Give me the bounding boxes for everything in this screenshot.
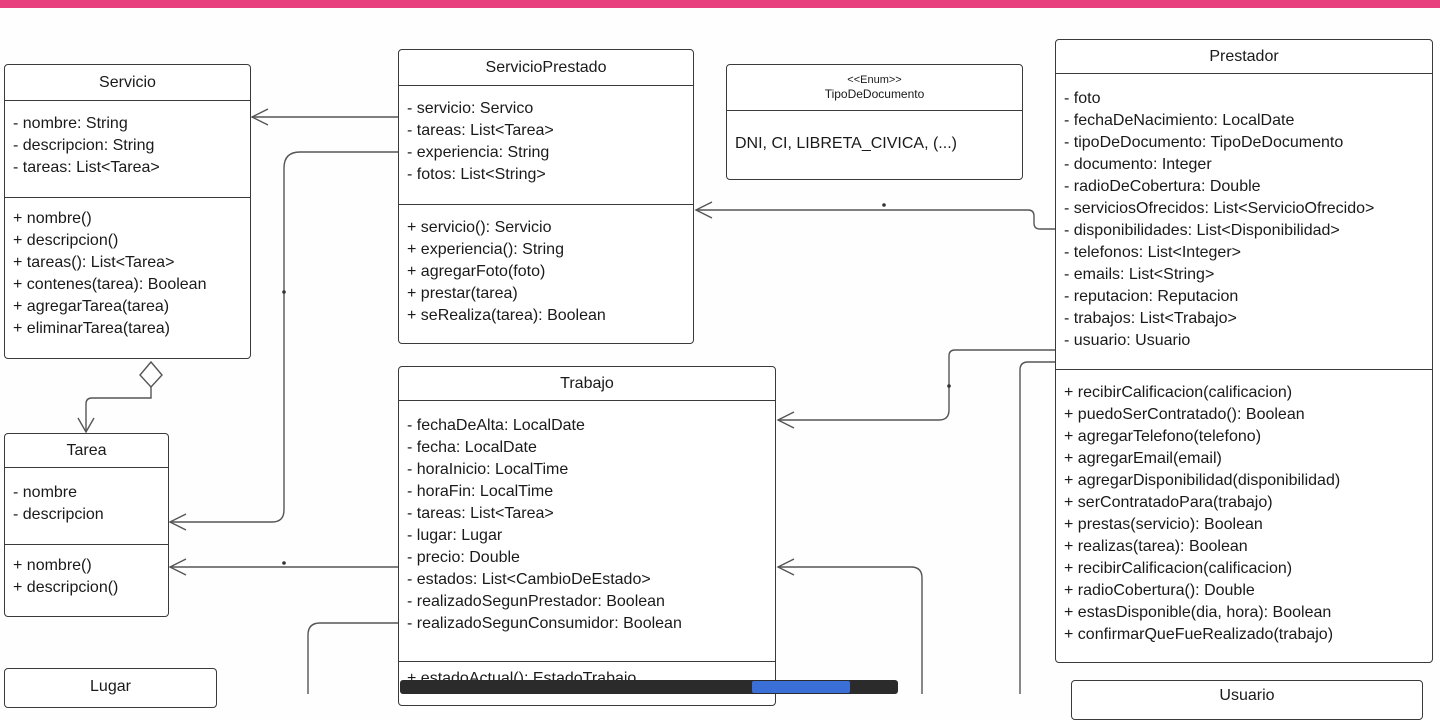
class-tipo-de-documento[interactable]: <<Enum>> TipoDeDocumento DNI, CI, LIBRET… [726, 64, 1023, 180]
class-name: ServicioPrestado [399, 50, 693, 86]
class-name: TipoDeDocumento [824, 87, 925, 101]
attribute-row: - documento: Integer [1064, 156, 1212, 173]
attribute-row: - radioDeCobertura: Double [1064, 178, 1261, 195]
method-row: + serContratadoPara(trabajo) [1064, 494, 1273, 511]
attributes-section: - foto - fechaDeNacimiento: LocalDate - ti… [1056, 74, 1432, 369]
method-row: + descripcion() [13, 232, 119, 249]
attribute-row: - precio: Double [407, 549, 520, 566]
attribute-row: - fotos: List<String> [407, 166, 546, 183]
method-row: + recibirCalificacion(calificacion) [1064, 384, 1293, 401]
enum-header: <<Enum>> TipoDeDocumento [727, 65, 1022, 111]
attribute-row: - fechaDeNacimiento: LocalDate [1064, 112, 1295, 129]
class-usuario[interactable]: Usuario [1071, 680, 1423, 720]
method-row: + agregarFoto(foto) [407, 263, 546, 280]
relationship-lines [77, 108, 1056, 694]
attribute-row: - foto [1064, 90, 1101, 107]
class-name: Tarea [5, 434, 168, 468]
method-row: + descripcion() [13, 579, 119, 596]
class-servicio-prestado[interactable]: ServicioPrestado - servicio: Servico - ta… [398, 49, 694, 344]
attribute-row: - serviciosOfrecidos: List<ServicioOfrec… [1064, 200, 1375, 217]
method-row: + agregarTarea(tarea) [13, 298, 170, 315]
attribute-row: - descripcion [13, 506, 104, 523]
methods-section: + nombre() + descripcion() [5, 544, 168, 605]
attributes-section: - servicio: Servico - tareas: List<Tarea>… [399, 86, 693, 204]
method-row: + tareas(): List<Tarea> [13, 254, 175, 271]
assoc-prestador-servicioprestado [696, 209, 1056, 230]
attribute-row: - lugar: Lugar [407, 527, 503, 544]
methods-section: + servicio(): Servicio + experiencia(): S… [399, 204, 693, 333]
attribute-row: - estados: List<CambioDeEstado> [407, 571, 651, 588]
method-row: + servicio(): Servicio [407, 219, 552, 236]
assoc-prestador-trabajo [778, 349, 1056, 421]
methods-section: + nombre() + descripcion() + tareas(): Lis… [5, 197, 250, 346]
overlay-button[interactable] [752, 681, 850, 693]
stereotype: <<Enum>> [847, 74, 902, 86]
attribute-row: - realizadoSegunConsumidor: Boolean [407, 615, 682, 632]
class-trabajo[interactable]: Trabajo - fechaDeAlta: LocalDate - fecha:… [398, 366, 776, 706]
attribute-row: - reputacion: Reputacion [1064, 288, 1239, 305]
attribute-row: - horaFin: LocalTime [407, 483, 554, 500]
assoc-servicioprestado-tarea [170, 151, 398, 523]
class-name: Servicio [5, 65, 250, 101]
attribute-row: - horaInicio: LocalTime [407, 461, 569, 478]
assoc-trabajo-lugar [307, 622, 398, 694]
method-row: + radioCobertura(): Double [1064, 582, 1255, 599]
method-row: + realizas(tarea): Boolean [1064, 538, 1248, 555]
attribute-row: - telefonos: List<Integer> [1064, 244, 1241, 261]
method-row: + agregarEmail(email) [1064, 450, 1222, 467]
method-row: + prestas(servicio): Boolean [1064, 516, 1263, 533]
attribute-row: - emails: List<String> [1064, 266, 1215, 283]
attribute-row: - nombre [13, 484, 78, 501]
attribute-row: - tareas: List<Tarea> [407, 505, 554, 522]
method-row: + agregarTelefono(telefono) [1064, 428, 1262, 445]
assoc-prestador-usuario [1019, 361, 1056, 694]
attribute-row: - tipoDeDocumento: TipoDeDocumento [1064, 134, 1344, 151]
attributes-section: - nombre - descripcion [5, 468, 168, 544]
attributes-section: - fechaDeAlta: LocalDate - fecha: LocalDa… [399, 401, 775, 661]
method-row: + nombre() [13, 210, 92, 227]
method-row: + puedoSerContratado(): Boolean [1064, 406, 1305, 423]
method-row: + recibirCalificacion(calificacion) [1064, 560, 1293, 577]
methods-section: + recibirCalificacion(calificacion) + pue… [1056, 369, 1432, 652]
class-name: Trabajo [399, 367, 775, 401]
video-overlay-toast [400, 680, 898, 694]
attribute-row: - tareas: List<Tarea> [13, 159, 160, 176]
class-name: Prestador [1056, 40, 1432, 74]
aggregation-servicio-tarea [85, 387, 152, 432]
attributes-section: - nombre: String - descripcion: String - t… [5, 101, 250, 197]
class-prestador[interactable]: Prestador - foto - fechaDeNacimiento: Loc… [1055, 39, 1433, 663]
attribute-row: - realizadoSegunPrestador: Boolean [407, 593, 665, 610]
class-tarea[interactable]: Tarea - nombre- descripcion + nombre()+ … [4, 433, 169, 617]
attribute-row: - trabajos: List<Trabajo> [1064, 310, 1237, 327]
method-row: + estasDisponible(dia, hora): Boolean [1064, 604, 1332, 621]
assoc-right-trabajo [778, 566, 923, 694]
method-row: + contenes(tarea): Boolean [13, 276, 207, 293]
enum-values: DNI, CI, LIBRETA_CIVICA, (...) [735, 135, 957, 152]
class-name: Lugar [90, 678, 131, 695]
attribute-row: - usuario: Usuario [1064, 332, 1191, 349]
attribute-row: - servicio: Servico [407, 100, 534, 117]
method-row: + seRealiza(tarea): Boolean [407, 307, 606, 324]
attribute-row: - experiencia: String [407, 144, 550, 161]
attribute-row: - descripcion: String [13, 137, 155, 154]
method-row: + agregarDisponibilidad(disponibilidad) [1064, 472, 1341, 489]
attribute-row: - fecha: LocalDate [407, 439, 537, 456]
method-row: + eliminarTarea(tarea) [13, 320, 170, 337]
class-name: Usuario [1219, 687, 1275, 704]
top-accent-bar [0, 0, 1440, 8]
class-lugar[interactable]: Lugar [4, 668, 217, 708]
method-row: + nombre() [13, 557, 92, 574]
class-servicio[interactable]: Servicio - nombre: String - descripcion: … [4, 64, 251, 359]
method-row: + prestar(tarea) [407, 285, 518, 302]
attribute-row: - disponibilidades: List<Disponibilidad> [1064, 222, 1340, 239]
attribute-row: - tareas: List<Tarea> [407, 122, 554, 139]
method-row: + experiencia(): String [407, 241, 564, 258]
attribute-row: - fechaDeAlta: LocalDate [407, 417, 585, 434]
attribute-row: - nombre: String [13, 115, 128, 132]
method-row: + confirmarQueFueRealizado(trabajo) [1064, 626, 1334, 643]
